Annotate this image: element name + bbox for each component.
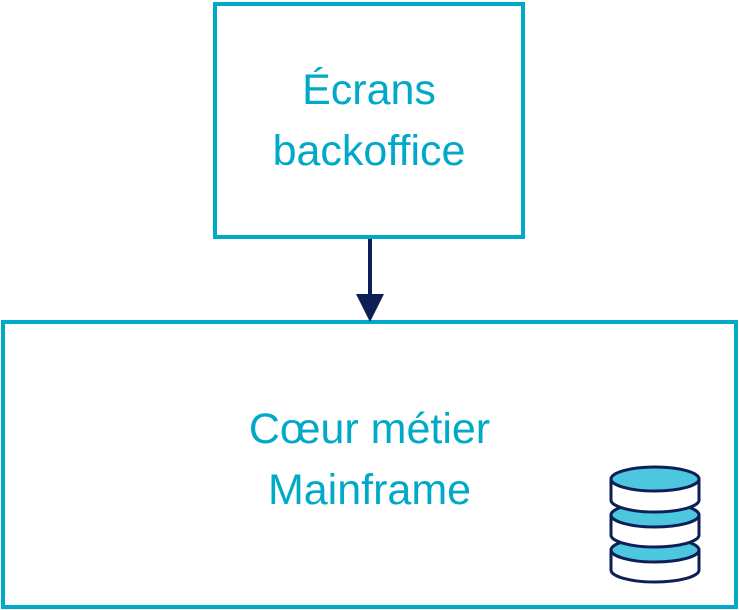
database-icon [609, 465, 701, 584]
node-label-line1: Cœur métier [248, 404, 491, 453]
node-coeur-metier-mainframe: Cœur métier Mainframe [1, 320, 738, 609]
node-label-line1: Écrans [302, 65, 436, 114]
node-label-line2: backoffice [272, 126, 466, 175]
arrow-connector [356, 239, 384, 322]
node-ecrans-backoffice: Écrans backoffice [213, 2, 525, 239]
node-label-line2: Mainframe [267, 465, 472, 514]
